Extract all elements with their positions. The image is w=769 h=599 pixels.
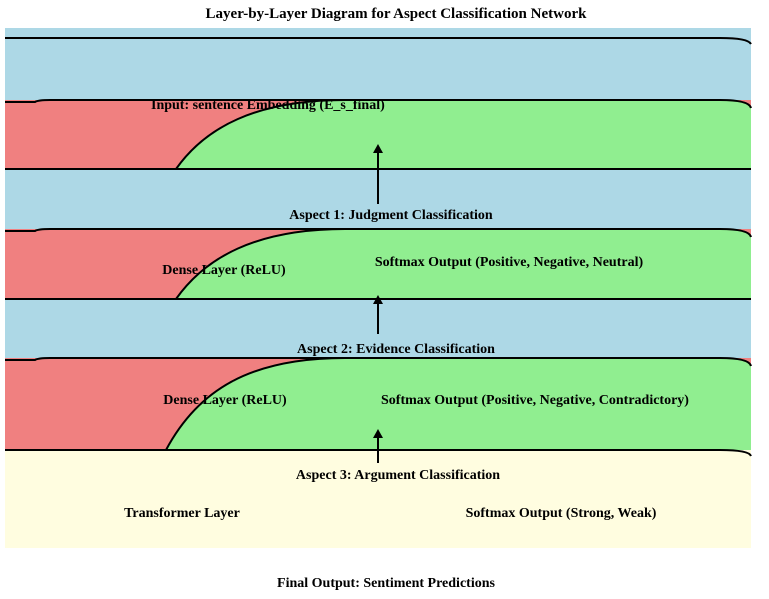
final-output-label: Final Output: Sentiment Predictions — [277, 576, 495, 591]
aspect3-heading: Aspect 3: Argument Classification — [296, 468, 500, 483]
layer2-left-top-edge — [5, 228, 345, 232]
aspect1-softmax-label: Softmax Output (Positive, Negative, Neut… — [375, 255, 644, 270]
aspect2-heading: Aspect 2: Evidence Classification — [297, 342, 495, 357]
layer2-curve-edge — [175, 228, 752, 300]
layer3-green-region — [166, 358, 751, 450]
aspect1-heading: Aspect 1: Judgment Classification — [289, 208, 493, 223]
input-embedding-label: Input: sentence Embedding (E_s_final) — [151, 98, 385, 113]
layer1-curve-edge — [175, 99, 752, 170]
aspect1-dense-layer-label: Dense Layer (ReLU) — [162, 263, 286, 278]
arrow-up-3 — [373, 429, 383, 463]
layer2-green-region — [176, 229, 751, 299]
diagram-title: Layer-by-Layer Diagram for Aspect Classi… — [206, 6, 588, 22]
layer4-yellow-region — [5, 450, 751, 548]
layer1-green-region — [176, 100, 751, 169]
band-boundary-top — [5, 37, 752, 45]
arrow-up-1 — [373, 144, 383, 204]
aspect2-dense-layer-label: Dense Layer (ReLU) — [163, 393, 287, 408]
layer1-left-top-edge — [5, 99, 345, 103]
layer3-left-top-edge — [5, 357, 345, 361]
aspect3-softmax-label: Softmax Output (Strong, Weak) — [466, 506, 657, 521]
layer4-top-edge — [5, 449, 752, 457]
aspect3-transformer-label: Transformer Layer — [124, 506, 240, 521]
arrow-up-2 — [373, 295, 383, 334]
aspect2-softmax-label: Softmax Output (Positive, Negative, Cont… — [381, 393, 689, 408]
layer3-curve-edge — [165, 357, 752, 451]
